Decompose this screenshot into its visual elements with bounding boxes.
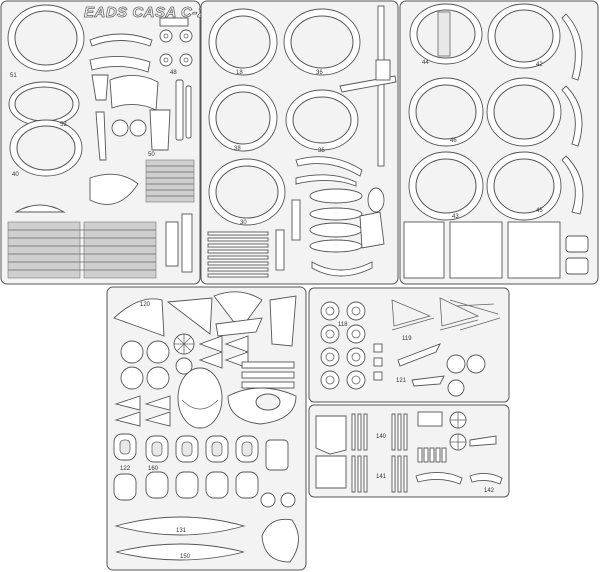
part-label: 40: [12, 172, 19, 178]
part-label: 45: [536, 208, 543, 214]
part-label: 141: [376, 474, 387, 480]
part-label: 118: [338, 322, 348, 328]
sheet-6: 140 141 142: [308, 404, 510, 498]
part-label: 43: [452, 214, 459, 220]
sheet-4: 120 131 150 122 160: [106, 286, 307, 571]
part-label: 131: [176, 528, 187, 534]
sheet-2: 18 36 38 35 30: [200, 0, 399, 285]
part-label: 38: [234, 146, 241, 152]
part-label: 48: [170, 70, 177, 76]
part-label: 119: [402, 336, 412, 342]
part-label: 121: [396, 378, 407, 384]
part-label: 30: [240, 220, 247, 226]
part-label: 120: [140, 302, 151, 308]
part-label: 122: [120, 466, 131, 472]
part-label: 42: [536, 62, 543, 68]
part-label: 35: [318, 148, 325, 154]
part-label: 51: [10, 73, 17, 79]
sheet-1: EADS CASA C-295M: [0, 0, 237, 285]
part-label: 46: [450, 138, 457, 144]
part-label: 50: [148, 152, 155, 158]
part-label: 36: [316, 70, 323, 76]
part-label: 18: [236, 70, 243, 76]
part-label: 140: [376, 434, 387, 440]
sheet-3: 44 42 46 43 45: [399, 0, 599, 285]
sheet-title: EADS CASA C-295M: [84, 4, 237, 21]
part-label: 160: [148, 466, 159, 472]
part-label: 44: [422, 60, 429, 66]
sheet-5: 118 119 121: [308, 287, 510, 403]
part-label: 142: [484, 488, 495, 494]
part-label: 150: [180, 554, 191, 560]
part-label: 52: [60, 122, 67, 128]
